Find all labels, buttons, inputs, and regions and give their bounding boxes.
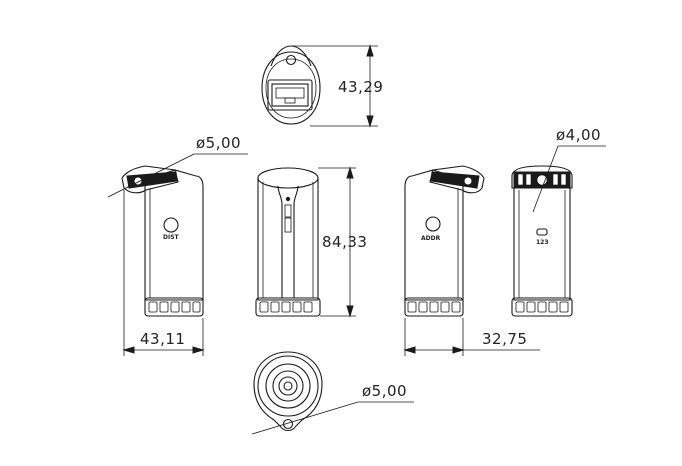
right-side-view: [403, 165, 540, 356]
top-view: [261, 44, 378, 128]
right-width-dim: 32,75: [482, 330, 527, 348]
back-view: [511, 145, 606, 317]
addr-label: ADDR: [421, 235, 441, 242]
side-number-label: 123: [536, 239, 549, 246]
front-height-dim: 84,33: [322, 233, 367, 251]
top-height-dim: 43,29: [338, 78, 383, 96]
dist-label: DIST: [163, 234, 180, 241]
front-view: [255, 166, 356, 318]
bottom-view: [251, 351, 414, 435]
left-width-dim: 43,11: [140, 330, 185, 348]
hole-side-dim: ø4,00: [556, 126, 601, 144]
left-side-view: [107, 153, 248, 356]
hole-bottom-dim: ø5,00: [362, 382, 407, 400]
hole-top-dim: ø5,00: [196, 134, 241, 152]
